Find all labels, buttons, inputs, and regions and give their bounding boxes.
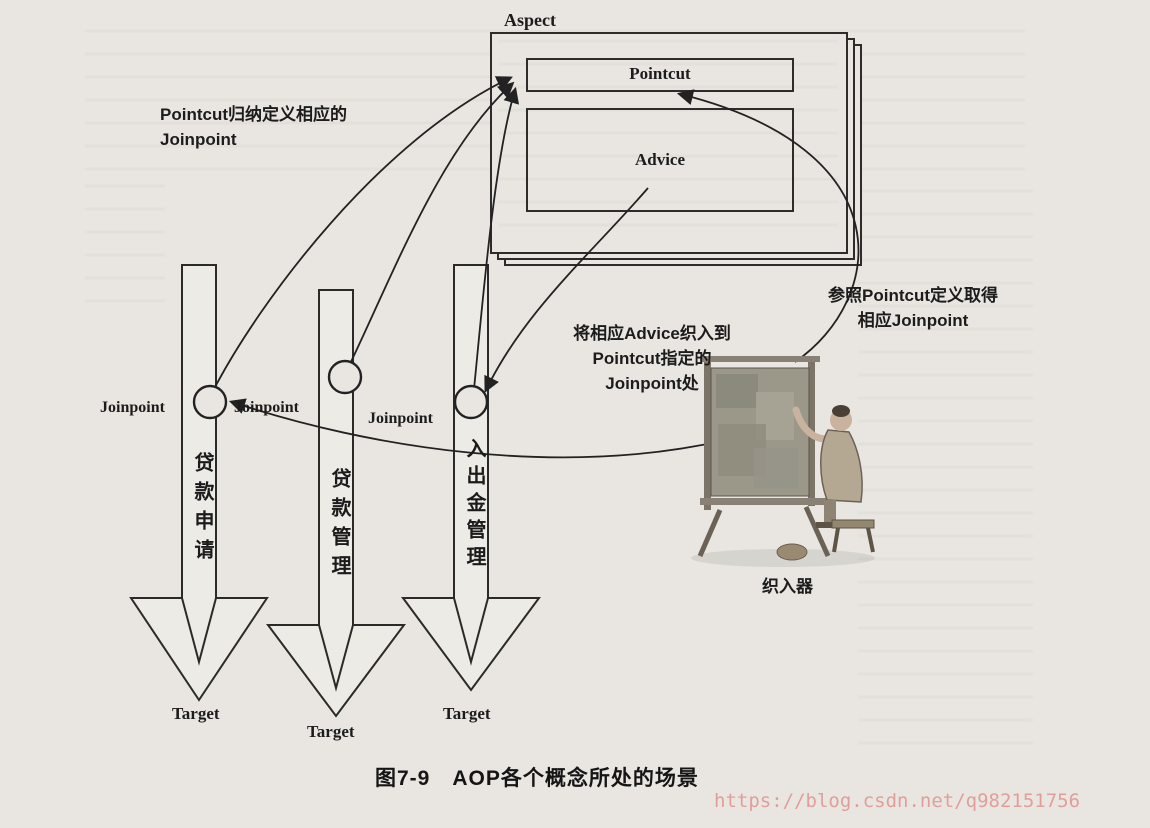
annotation-line: 参照Pointcut定义取得 [828, 286, 998, 305]
joinpoint-marker-1 [192, 384, 228, 420]
joinpoint-marker-2 [327, 359, 363, 395]
annotation-line: Pointcut归纳定义相应的 [160, 105, 347, 124]
flow-arrow-3-notch [453, 597, 489, 666]
flow-arrow-1-notch [181, 597, 217, 666]
aspect-label: Aspect [504, 10, 556, 30]
page-bleed-texture [85, 185, 165, 315]
target-label-2: Target [307, 722, 355, 741]
flow-label-1: 贷款申请 [191, 452, 213, 568]
joinpoint-label-3: Joinpoint [368, 410, 433, 427]
annotation-line: Joinpoint [160, 130, 237, 149]
target-label-1: Target [172, 704, 220, 723]
annotation-pointcut-defines: Pointcut归纳定义相应的 Joinpoint [160, 102, 405, 152]
annotation-line: 将相应Advice织入到 [573, 324, 731, 343]
annotation-refer-pointcut: 参照Pointcut定义取得 相应Joinpoint [790, 283, 1036, 333]
target-label-3: Target [443, 704, 491, 723]
watermark: https://blog.csdn.net/q982151756 [714, 790, 1081, 812]
pointcut-label: Pointcut [629, 64, 691, 83]
annotation-line: 相应Joinpoint [857, 311, 969, 330]
flow-label-3: 入出金管理 [463, 438, 485, 573]
pointcut-box [526, 58, 794, 92]
figure-caption: 图7-9 AOP各个概念所处的场景 [375, 767, 699, 790]
annotation-weave-advice: 将相应Advice织入到 Pointcut指定的 Joinpoint处 [543, 321, 761, 396]
joinpoint-label-1: Joinpoint [100, 399, 165, 416]
annotation-line: Pointcut指定的 [592, 349, 712, 368]
advice-label: Advice [634, 150, 686, 169]
flow-label-2: 贷款管理 [328, 468, 350, 584]
joinpoint-marker-3 [453, 384, 489, 420]
weaver-label: 织入器 [762, 577, 813, 596]
joinpoint-label-2: Joinpoint [234, 399, 299, 416]
page-bleed-texture [858, 190, 1033, 750]
flow-arrow-2-notch [318, 624, 354, 692]
annotation-line: Joinpoint处 [605, 374, 699, 393]
